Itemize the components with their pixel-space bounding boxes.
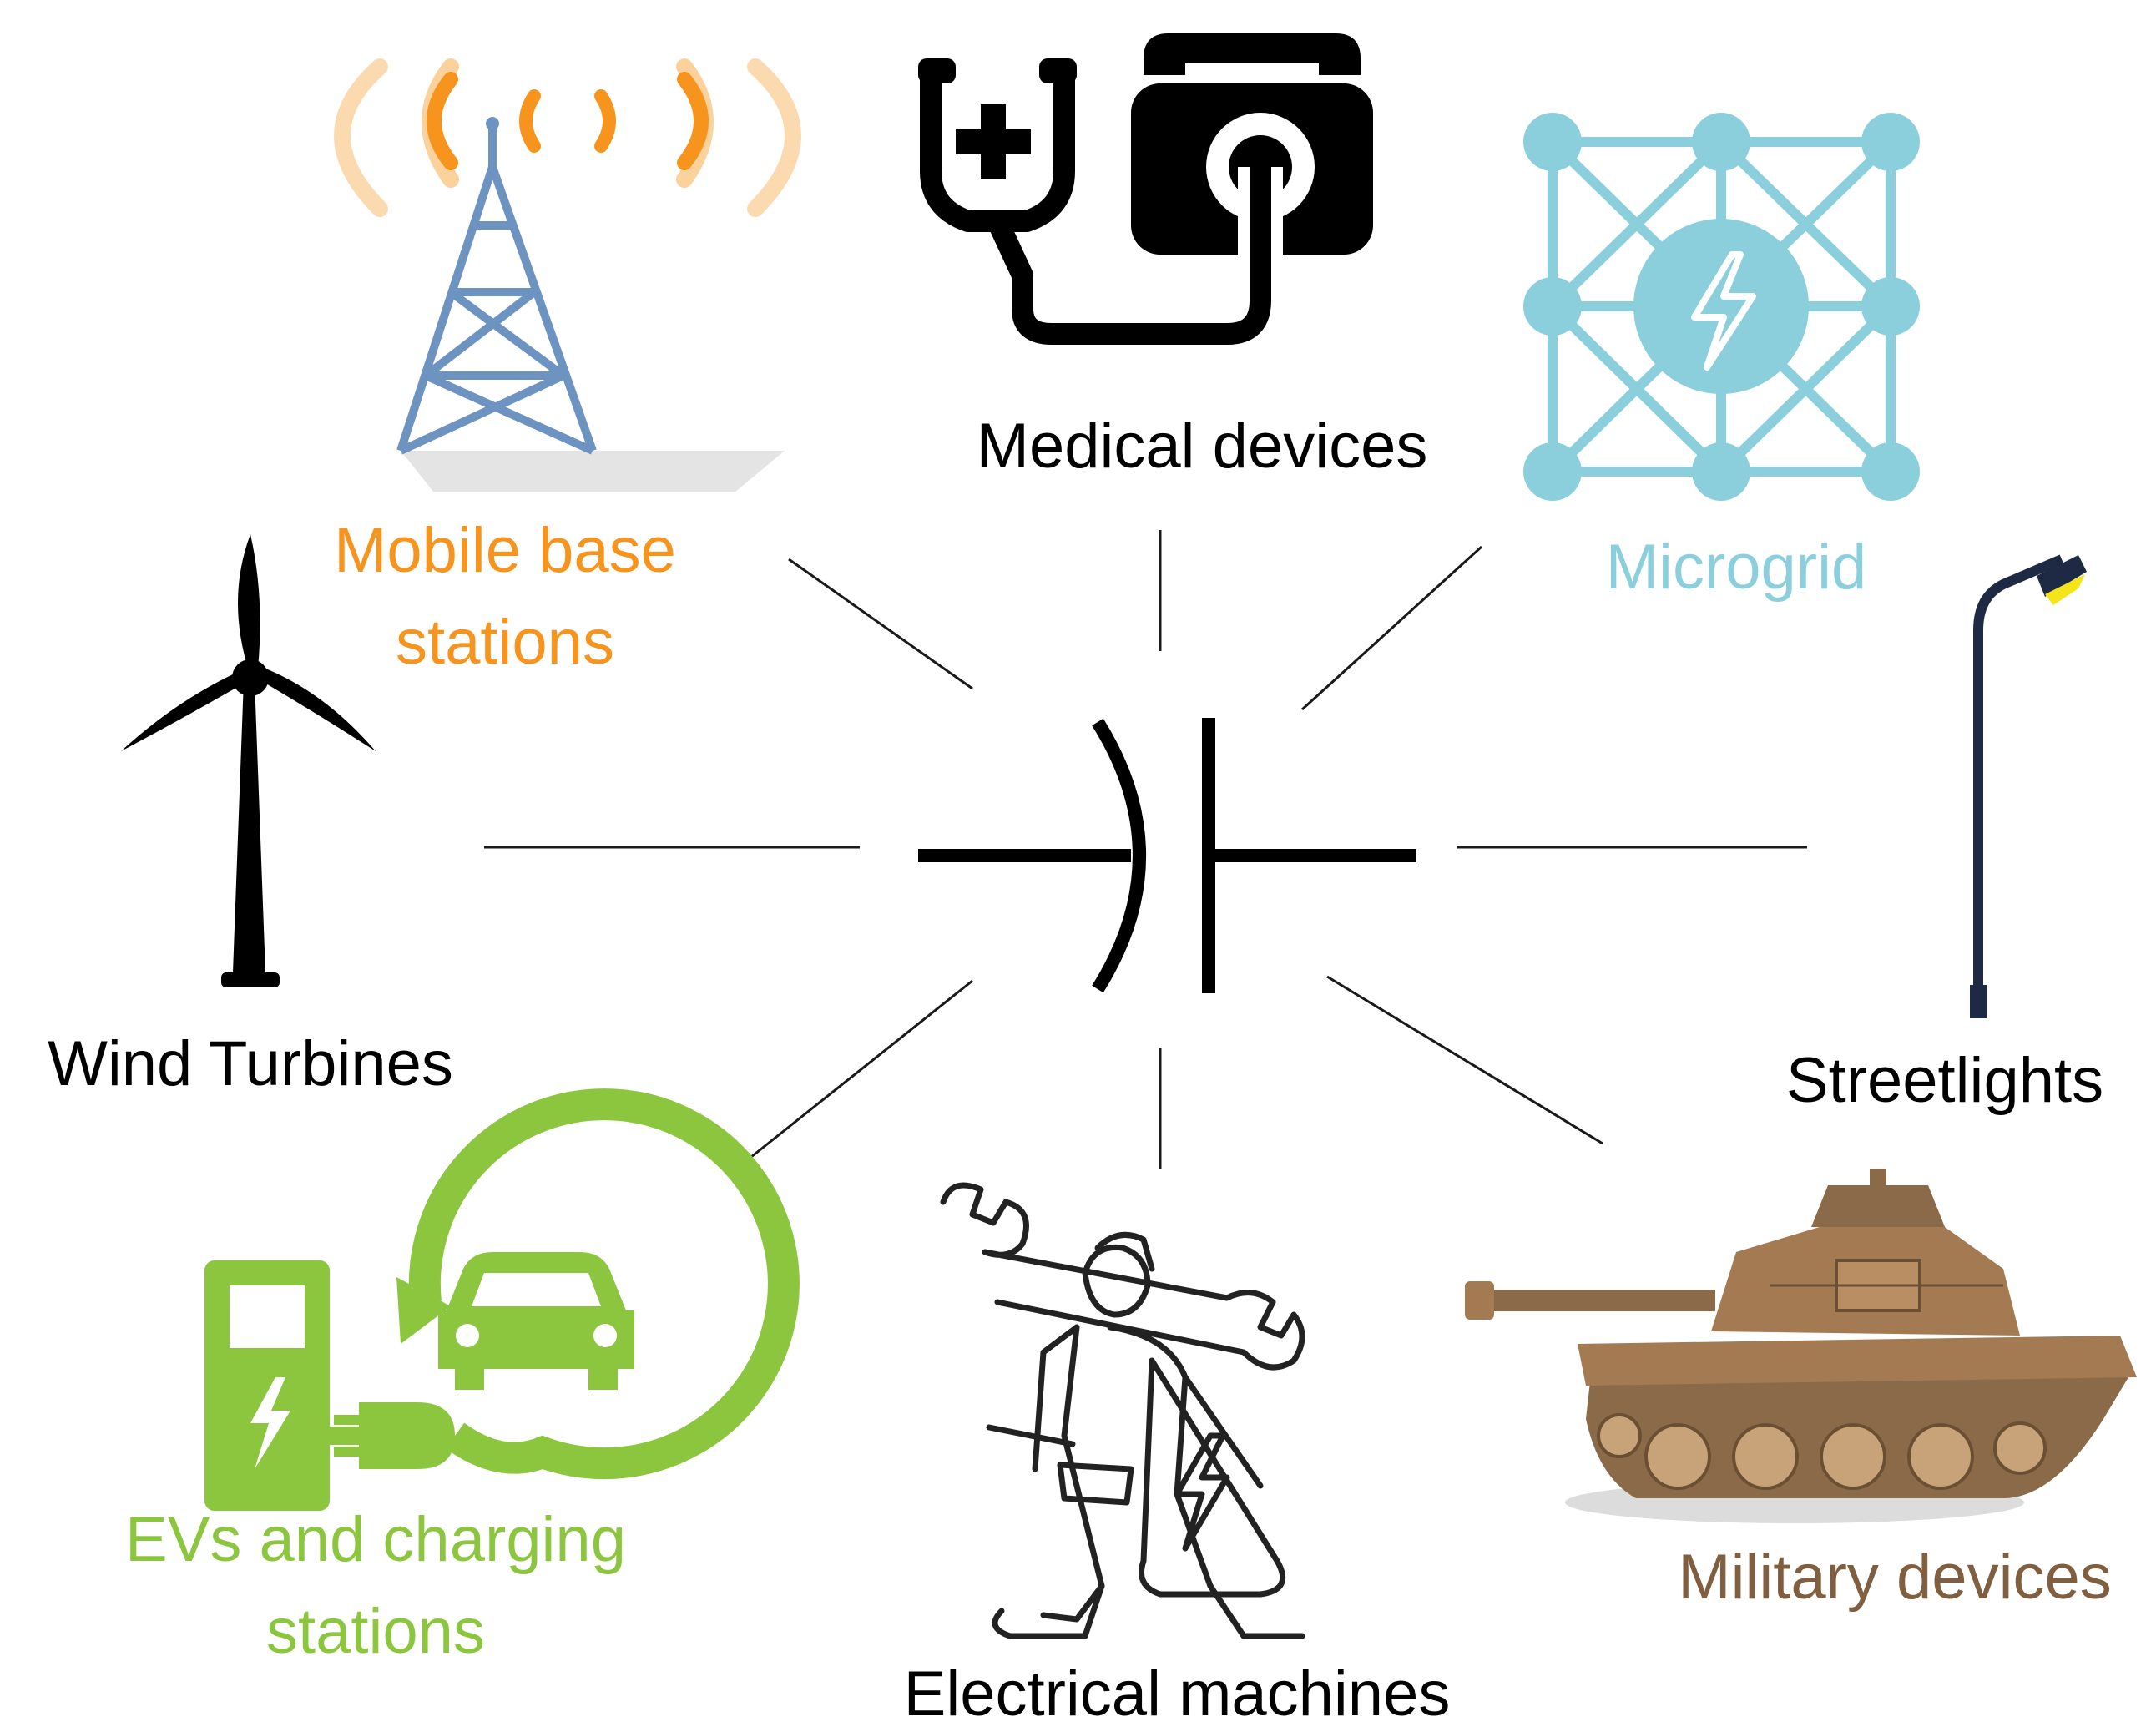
military-devices-label: Military devices (1678, 1542, 2111, 1613)
cell-tower-icon (334, 58, 801, 492)
mobile-base-stations-label-line2: stations (396, 607, 614, 678)
mobile-base-stations-label-line1: Mobile base (334, 515, 676, 586)
ev-charging-label-line1: EVs and charging (125, 1504, 626, 1575)
connector-lines (484, 530, 1807, 1169)
connector-mobile (788, 558, 973, 690)
tank-icon (1465, 1169, 2137, 1523)
connector-microgrid (1300, 545, 1483, 711)
wind-turbines-label: Wind Turbines (48, 1028, 453, 1099)
microgrid-label: Microgrid (1606, 532, 1867, 603)
streetlights-label: Streetlights (1786, 1045, 2103, 1116)
street-lamp-icon (1970, 554, 2087, 1018)
supercapacitor-symbol-icon (918, 718, 1416, 993)
connector-ev (746, 979, 973, 1162)
stethoscope-medical-kit-icon (918, 33, 1373, 345)
connector-military (1326, 975, 1603, 1145)
electrician-worker-icon (940, 1182, 1305, 1639)
medical-devices-label: Medical devices (977, 411, 1428, 482)
electrical-machines-label: Electrical machines (904, 1659, 1451, 1729)
ev-charging-label-line2: stations (266, 1596, 485, 1667)
wind-turbine-icon (121, 534, 376, 987)
ev-charging-station-icon (204, 1088, 800, 1511)
microgrid-network-icon (1523, 113, 1920, 501)
